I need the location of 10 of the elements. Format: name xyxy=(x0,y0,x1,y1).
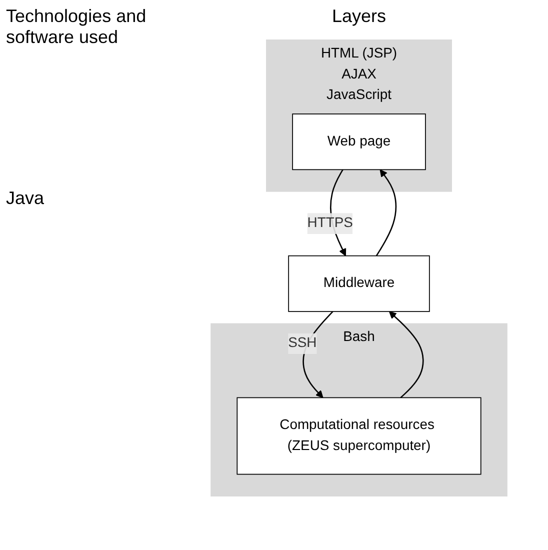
node-box: Middleware xyxy=(288,255,430,312)
column-heading: Technologies and software used xyxy=(6,6,148,48)
node-box: Computational resources (ZEUS supercomputer) xyxy=(236,397,482,475)
column-heading: Layers xyxy=(332,6,386,27)
technology-label: Java xyxy=(6,188,46,209)
arrow xyxy=(388,311,424,398)
edge-label: SSH xyxy=(288,336,317,351)
edge-label: HTTPS xyxy=(307,216,353,231)
arrow xyxy=(376,169,396,256)
node-box: Web page xyxy=(292,114,426,170)
